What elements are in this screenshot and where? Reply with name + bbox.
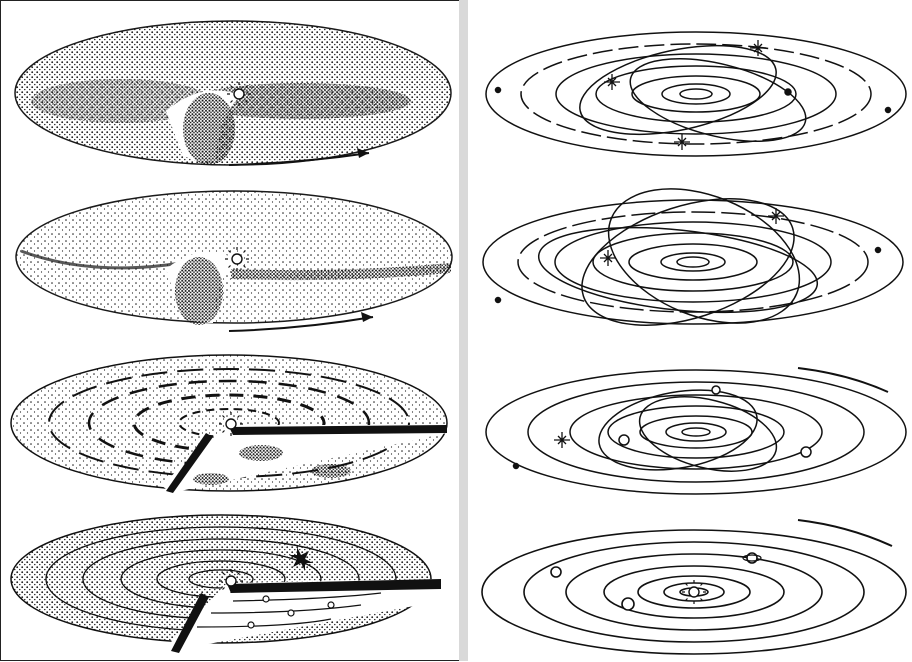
left-panel-nebula-stages [0, 0, 459, 661]
disk-ringed-stage [11, 515, 441, 653]
star-icon [554, 432, 570, 448]
right-panel-orbit-stages [468, 0, 912, 661]
planet-icon [551, 567, 561, 577]
planet-icon [248, 622, 254, 628]
planet-icon [288, 610, 294, 616]
final-solar-system-stage [482, 520, 906, 654]
right-illustration [468, 0, 912, 661]
chaotic-orbits-stage [486, 30, 906, 157]
settling-orbits-stage [486, 368, 906, 494]
left-illustration [1, 1, 460, 662]
disk-clumped-stage [11, 355, 447, 493]
planet-icon [622, 598, 634, 610]
star-icon [674, 134, 690, 150]
planet-icon [263, 596, 269, 602]
torus-stage-2 [16, 191, 452, 331]
crossing-orbits-stage [483, 163, 903, 349]
planet-icon [328, 602, 334, 608]
planet-icon [619, 435, 629, 445]
ringed-planet-icon [743, 553, 761, 563]
star-icon [768, 208, 784, 224]
star-icon [750, 40, 766, 56]
torus-stage-1 [15, 21, 451, 165]
planet-icon [712, 386, 720, 394]
planet-icon [801, 447, 811, 457]
panel-divider [459, 0, 468, 661]
